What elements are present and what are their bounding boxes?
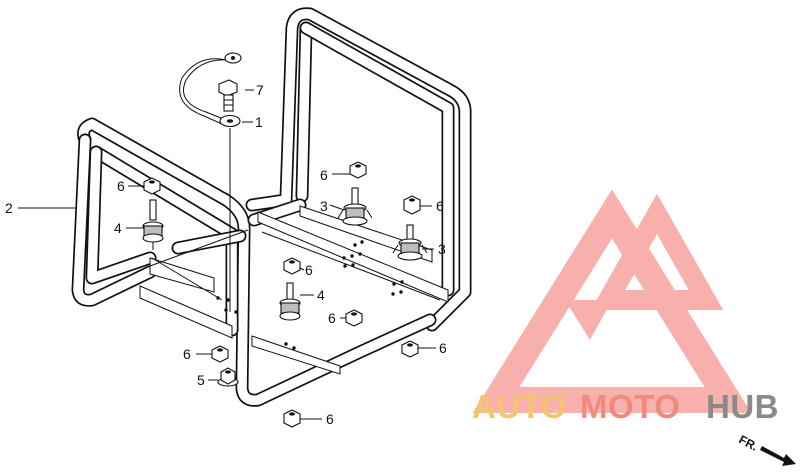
callout-6-h: 6 (326, 411, 334, 427)
callout-1: 1 (255, 114, 263, 130)
callout-3-b: 3 (438, 241, 446, 257)
callout-6-b: 6 (320, 167, 328, 183)
callout-7: 7 (256, 82, 264, 98)
callout-6-c: 6 (436, 198, 444, 214)
callout-labels: 2 7 1 6 4 6 3 6 3 6 4 6 6 5 6 6 (5, 82, 447, 427)
front-label: FR. (737, 432, 761, 453)
callout-3-a: 3 (320, 198, 328, 214)
leader-lines (18, 89, 436, 420)
nut-icon (349, 161, 367, 179)
rubber-mount-icon (142, 199, 164, 250)
nut-icon (283, 409, 301, 428)
callout-6-e: 6 (328, 310, 336, 326)
callout-5: 5 (197, 372, 205, 388)
watermark-logo-icon (472, 189, 752, 413)
watermark-auto: AUTO (472, 388, 567, 425)
watermark-text: AUTO MOTO HUB (472, 388, 779, 425)
rubber-mount-icon (392, 224, 428, 261)
nut-icon (143, 177, 161, 195)
callout-6-g: 6 (439, 340, 447, 356)
rubber-mount-icon (279, 282, 301, 321)
rubber-mount-icon (337, 187, 373, 226)
callout-4-b: 4 (317, 287, 325, 303)
frame-tube (71, 7, 472, 407)
bolt-7-icon (218, 79, 238, 112)
callout-4-a: 4 (114, 220, 122, 236)
nut-icon (401, 340, 419, 358)
ground-wire (179, 52, 242, 125)
callout-6-d: 6 (305, 262, 313, 278)
arrow-icon (760, 446, 796, 466)
callout-6-a: 6 (117, 178, 125, 194)
callout-2: 2 (5, 200, 13, 216)
nut-icon (403, 195, 421, 215)
nut-icon (211, 345, 229, 363)
front-direction-indicator: FR. (737, 432, 796, 466)
washer-icon (219, 114, 241, 128)
watermark-hub: HUB (706, 388, 779, 425)
flange-nut-icon (217, 367, 239, 387)
nut-icon (283, 257, 301, 275)
callout-6-f: 6 (183, 346, 191, 362)
watermark-moto: MOTO (580, 388, 680, 425)
nut-icon (345, 309, 363, 327)
